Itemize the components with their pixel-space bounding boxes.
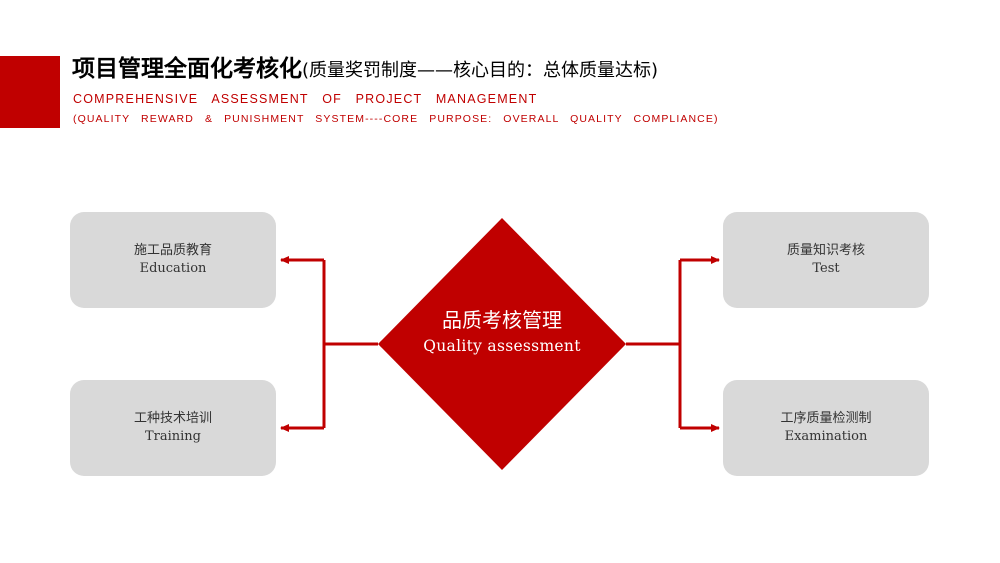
- node-training-en: Training: [144, 429, 202, 444]
- node-test: 质量知识考核 Test: [723, 212, 929, 308]
- node-training-zh: 工种技术培训: [133, 411, 212, 426]
- node-education: 施工品质教育 Education: [70, 212, 276, 308]
- title-main: 项目管理全面化考核化: [72, 56, 302, 82]
- node-test-en: Test: [812, 261, 840, 276]
- subtitle-english: COMPREHENSIVE ASSESSMENT OF PROJECT MANA…: [73, 92, 538, 106]
- subtitle-english-detail: (QUALITY REWARD & PUNISHMENT SYSTEM----C…: [73, 113, 719, 125]
- center-label: 品质考核管理 Quality assessment: [392, 306, 612, 358]
- accent-bar: [0, 56, 60, 128]
- node-examination-en: Examination: [784, 429, 868, 444]
- center-diamond: [378, 218, 626, 470]
- node-test-zh: 质量知识考核: [786, 243, 865, 258]
- node-education-en: Education: [139, 261, 207, 276]
- center-label-zh: 品质考核管理: [442, 308, 562, 332]
- node-examination-zh: 工序质量检测制: [780, 411, 872, 426]
- center-label-en: Quality assessment: [423, 337, 581, 355]
- node-education-zh: 施工品质教育: [133, 243, 212, 258]
- title-sub: (质量奖罚制度——核心目的：总体质量达标): [302, 60, 659, 81]
- page-title: 项目管理全面化考核化(质量奖罚制度——核心目的：总体质量达标): [72, 54, 658, 86]
- node-training: 工种技术培训 Training: [70, 380, 276, 476]
- node-examination: 工序质量检测制 Examination: [723, 380, 929, 476]
